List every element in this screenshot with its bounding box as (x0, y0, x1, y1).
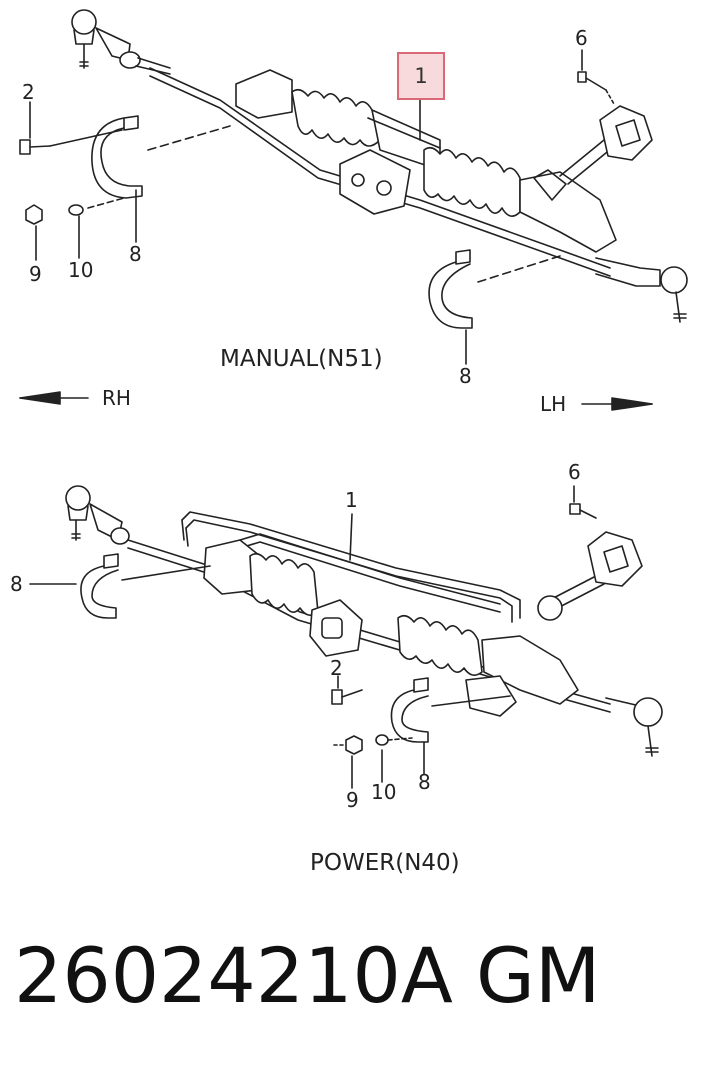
callout-9-top: 9 (29, 262, 42, 286)
direction-lh: LH (540, 392, 567, 416)
brand-name: GM (476, 931, 601, 1020)
caption-power: POWER(N40) (310, 850, 460, 876)
callout-8-bottom-right: 8 (418, 770, 431, 794)
callout-8-top-right: 8 (459, 364, 472, 388)
callout-6-top: 6 (575, 26, 588, 50)
manual-rack-assembly (19, 9, 688, 365)
callout-2-bottom: 2 (330, 656, 343, 680)
caption-manual: MANUAL(N51) (220, 346, 383, 372)
highlighted-callout-1: 1 (397, 52, 445, 100)
part-number: 26024210A (14, 931, 453, 1020)
callout-8-top-left: 8 (129, 242, 142, 266)
callout-6-bottom: 6 (568, 460, 581, 484)
callout-10-bottom: 10 (371, 780, 397, 804)
direction-rh: RH (102, 386, 131, 410)
callout-1-bottom: 1 (345, 488, 358, 512)
callout-10-top: 10 (68, 258, 94, 282)
callout-8-bottom-left: 8 (10, 572, 23, 596)
callout-9-bottom: 9 (346, 788, 359, 812)
callout-label: 1 (414, 64, 428, 88)
direction-arrows (19, 391, 653, 411)
power-rack-assembly (29, 485, 663, 789)
callout-2-top: 2 (22, 80, 35, 104)
